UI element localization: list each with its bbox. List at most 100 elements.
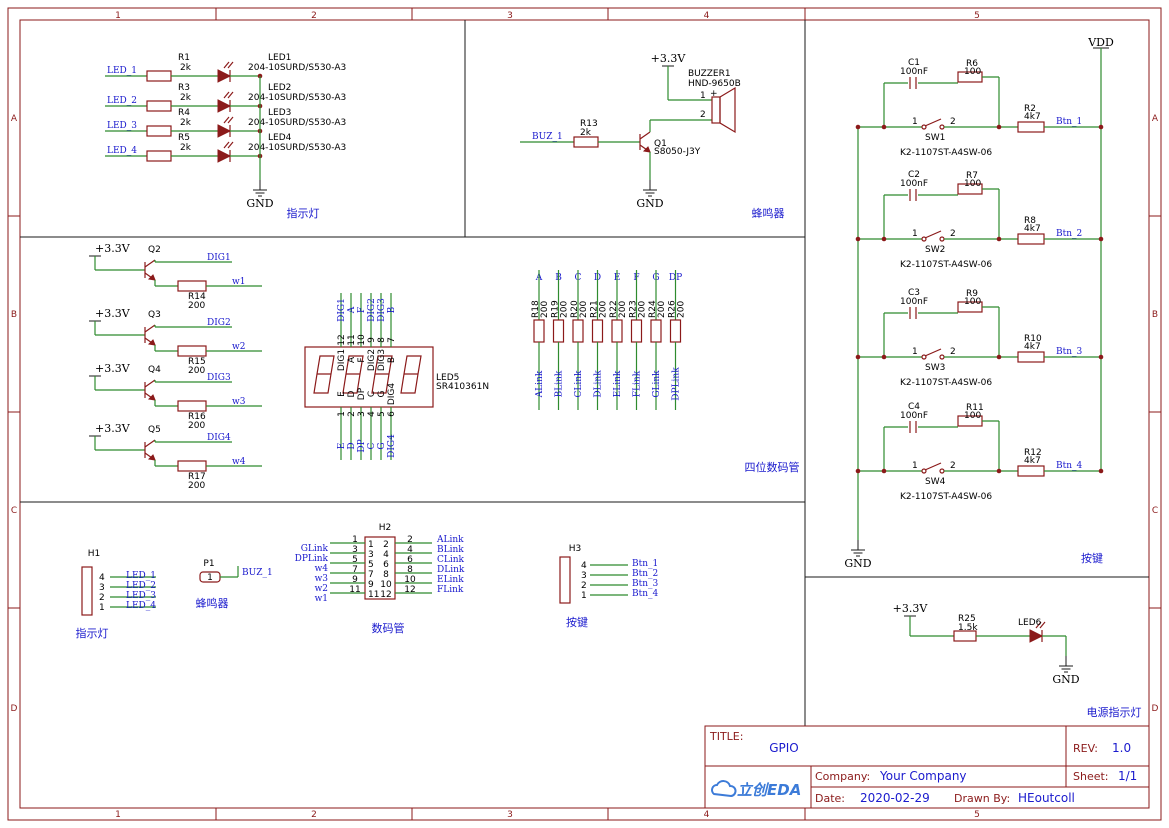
vcc-label: +3.3V	[651, 52, 687, 65]
p1-ref: P1	[203, 559, 214, 569]
h2-outer-pin: 10	[404, 575, 416, 585]
seg-bot-net: C	[367, 442, 377, 449]
btn-pullup-ref: R2	[1024, 104, 1036, 114]
led-res-ref: R5	[178, 133, 190, 143]
led-ray	[223, 91, 230, 99]
seg-bot-inner: G	[377, 390, 387, 397]
h2-ref: H2	[379, 523, 392, 533]
h3-net: Btn_3	[632, 579, 659, 589]
led-resistor	[146, 125, 172, 137]
driver-q-arrow	[147, 339, 156, 346]
tb-date-value: 2020-02-29	[860, 791, 930, 805]
h1-net: LED_4	[126, 601, 156, 611]
led-net-label: LED_3	[107, 121, 137, 131]
seg-res-value: 200	[599, 301, 609, 318]
grid-col-bottom: 5	[974, 810, 980, 820]
buzzer-res-value: 2k	[580, 128, 592, 138]
h1-pin: 2	[99, 593, 105, 603]
h2-outer-pin: 9	[352, 575, 358, 585]
btn-net-label: Btn_1	[1056, 117, 1082, 127]
switch-lever	[924, 462, 942, 471]
switch-pin: 1	[912, 347, 918, 357]
grid-col-top: 5	[974, 11, 980, 21]
switch-pin: 1	[912, 229, 918, 239]
driver-resistor	[177, 280, 207, 292]
btn-switch-part: K2-1107ST-A4SW-06	[900, 378, 992, 388]
junction-dot	[996, 468, 1002, 474]
btn-pullup-resistor	[1017, 465, 1045, 477]
h2-outer-pin: 5	[352, 555, 358, 565]
junction-dot	[1098, 354, 1104, 360]
btn-switch-ref: SW4	[925, 477, 946, 487]
seg-bot-net: G	[377, 442, 387, 449]
driver-res-ref: R17	[188, 472, 206, 482]
led-ray	[227, 61, 234, 69]
led-ray	[227, 91, 234, 99]
seg-top-inner: B	[387, 357, 397, 363]
driver-res-ref: R16	[188, 412, 206, 422]
junction-dot	[881, 354, 887, 360]
seg-bot-inner: C	[367, 391, 377, 397]
junction-dot	[855, 236, 861, 242]
grid-col-bottom: 1	[115, 810, 121, 820]
driver-q-ref: Q3	[148, 310, 161, 320]
driver-q-collector	[144, 439, 156, 448]
switch-lever	[924, 230, 942, 239]
h2-outer-pin: 2	[407, 535, 413, 545]
driver-dig-net: DIG2	[207, 318, 231, 328]
section-title-power-led: 电源指示灯	[1087, 705, 1142, 719]
driver-q-collector	[144, 379, 156, 388]
cloud-icon	[711, 780, 737, 798]
seg-resistor	[611, 319, 623, 343]
vcc-label: +3.3V	[95, 307, 131, 320]
led-res-value: 2k	[180, 143, 192, 153]
led-resistor	[146, 100, 172, 112]
led-res-value: 2k	[180, 118, 192, 128]
switch-pin: 1	[912, 117, 918, 127]
buzzer-body	[711, 96, 721, 124]
junction-dot	[996, 124, 1002, 130]
seg-res-value: 200	[618, 301, 628, 318]
seg-link-net: FLink	[633, 370, 643, 397]
h2-inner-pin: 6	[383, 560, 389, 570]
seg-top-inner: F	[357, 357, 367, 362]
driver-dig-net: DIG1	[207, 253, 231, 263]
btn-switch-part: K2-1107ST-A4SW-06	[900, 148, 992, 158]
seg-display-ref: LED5	[436, 373, 459, 383]
q1-arrow	[642, 146, 651, 153]
switch-lever	[924, 348, 942, 357]
tb-drawn-label: Drawn By:	[954, 792, 1010, 805]
btn-series-ref: R6	[966, 59, 978, 69]
seg-bot-pin: 1	[337, 411, 347, 417]
h2-inner-pin: 4	[383, 550, 389, 560]
btn-pullup-resistor	[1017, 233, 1045, 245]
h2-right-net: DLink	[437, 565, 465, 575]
grid-col-top: 3	[507, 11, 513, 21]
btn-cap-ref: C3	[908, 288, 920, 298]
driver-res-value: 200	[188, 301, 205, 311]
junction-dot	[855, 468, 861, 474]
seg-link-net: GLink	[652, 370, 662, 398]
seg-top-pin: 9	[367, 337, 377, 343]
pled-ray	[1035, 621, 1042, 629]
btn-net-label: Btn_2	[1056, 229, 1082, 239]
h1-net: LED_2	[126, 581, 156, 591]
led-ray	[223, 141, 230, 149]
seg-res-ref: R21	[590, 300, 600, 318]
seg-bot-inner: DP	[357, 387, 367, 400]
led-net-label: LED_1	[107, 66, 137, 76]
seg-res-ref: R24	[648, 300, 658, 318]
h2-right-net: ALink	[436, 535, 464, 545]
switch-contact	[939, 124, 945, 130]
seg-res-value: 200	[677, 301, 687, 318]
h2-body	[364, 536, 396, 600]
h2-outer-pin: 3	[352, 545, 358, 555]
led-triangle	[217, 99, 232, 113]
title-block-box	[704, 725, 1150, 809]
seg-res-ref: R18	[531, 300, 541, 318]
grid-col-top: 4	[704, 11, 710, 21]
junction-dot	[1098, 236, 1104, 242]
seg-bot-net: D	[347, 442, 357, 449]
